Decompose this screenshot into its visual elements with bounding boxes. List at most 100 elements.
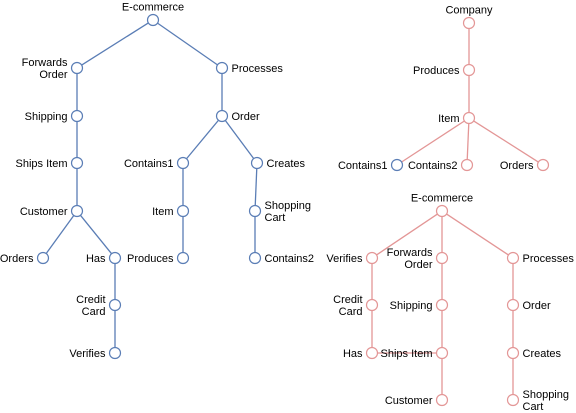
node-circle (70, 109, 84, 123)
node-circle (108, 298, 122, 312)
node-rt-produces: Produces (413, 63, 476, 77)
node-l-item: Item (152, 204, 190, 218)
edge-rt-item-to-rt-contains1 (401, 120, 465, 163)
node-circle (146, 13, 160, 27)
node-label-line: Contains2 (408, 160, 458, 172)
node-label: Ships Item (16, 158, 68, 170)
node-l-processes: Processes (215, 61, 284, 75)
node-rt-contains2: Contains2 (408, 158, 474, 172)
node-circle (390, 158, 404, 172)
node-label: Customer (20, 206, 68, 218)
node-rt-item: Item (438, 111, 476, 125)
node-l-contains1: Contains1 (124, 156, 190, 170)
edge-l-customer-to-l-has (79, 214, 113, 255)
node-rb-order: Order (506, 298, 551, 312)
node-circle (435, 393, 449, 407)
edge-rt-item-to-rt-orders (473, 120, 539, 163)
node-label-line: Verifies (326, 253, 363, 265)
node-circle (435, 346, 449, 360)
node-label: Shipping (390, 300, 433, 312)
node-label-line: Contains1 (124, 158, 174, 170)
node-circle (462, 63, 476, 77)
node-circle (176, 204, 190, 218)
node-circle (215, 61, 229, 75)
node-label-line: Credit (76, 294, 105, 306)
node-circle (70, 156, 84, 170)
node-label: Creates (523, 348, 562, 360)
node-label: Produces (127, 253, 174, 265)
node-l-order: Order (215, 109, 260, 123)
node-rb-verifies: Verifies (326, 251, 379, 265)
node-circle (462, 16, 476, 30)
node-label: Orders (500, 160, 534, 172)
node-label-line: Orders (500, 160, 534, 172)
node-label: Customer (385, 395, 433, 407)
node-l-ecommerce: E-commerce (122, 2, 184, 27)
node-label: Processes (523, 253, 575, 265)
node-rt-company: Company (445, 5, 493, 30)
node-circle (506, 393, 520, 407)
node-l-customer: Customer (20, 204, 84, 218)
node-label: Order (523, 300, 551, 312)
edge-l-customer-to-l-orders (45, 215, 75, 254)
node-label-line: Customer (20, 206, 68, 218)
node-circle (176, 156, 190, 170)
node-circle (365, 298, 379, 312)
node-circle (365, 251, 379, 265)
node-label: Item (438, 113, 459, 125)
node-label: Item (152, 206, 173, 218)
node-label: E-commerce (411, 193, 473, 205)
edge-rb-ecommerce-to-rb-verifies (376, 213, 438, 256)
node-rb-ecommerce: E-commerce (411, 193, 473, 218)
node-label-line: Item (152, 206, 173, 218)
node-rb-ships-item: Ships Item (381, 346, 449, 360)
node-label-line: Processes (523, 253, 575, 265)
edge-rb-ecommerce-to-rb-processes (446, 213, 509, 256)
node-circle (108, 251, 122, 265)
node-rb-processes: Processes (506, 251, 575, 265)
node-label-line: Forwards (387, 247, 433, 259)
node-l-shipping: Shipping (25, 109, 84, 123)
node-circle (506, 251, 520, 265)
node-rt-orders: Orders (500, 158, 550, 172)
node-l-produces: Produces (127, 251, 190, 265)
node-label-line: Has (343, 348, 363, 360)
node-circle (460, 158, 474, 172)
node-rt-contains1: Contains1 (338, 158, 404, 172)
node-circle (435, 251, 449, 265)
node-label: Company (445, 5, 493, 17)
node-label: Contains1 (124, 158, 174, 170)
node-label: Produces (413, 65, 460, 77)
node-rb-has: Has (343, 346, 379, 360)
node-circle (506, 298, 520, 312)
node-label-line: E-commerce (411, 193, 473, 205)
node-label-line: Orders (0, 253, 34, 265)
node-label: Processes (232, 63, 284, 75)
node-label-line: Order (404, 259, 432, 271)
node-label: Ships Item (381, 348, 433, 360)
node-label-line: Contains1 (338, 160, 388, 172)
node-label-line: Company (445, 5, 493, 17)
node-circle (536, 158, 550, 172)
node-label: Contains2 (265, 253, 315, 265)
node-circle (462, 111, 476, 125)
node-label-line: Verifies (69, 348, 106, 360)
node-label-line: Card (339, 306, 363, 318)
node-circle (506, 346, 520, 360)
node-l-orders: Orders (0, 251, 50, 265)
node-circle (435, 298, 449, 312)
node-l-ships-item: Ships Item (16, 156, 84, 170)
node-circle (108, 346, 122, 360)
node-label: Creates (267, 158, 306, 170)
node-label-line: Customer (385, 395, 433, 407)
node-label-line: Forwards (22, 57, 68, 69)
node-label: Order (232, 111, 260, 123)
node-label: Verifies (69, 348, 106, 360)
node-label: Contains1 (338, 160, 388, 172)
node-label-line: E-commerce (122, 2, 184, 14)
